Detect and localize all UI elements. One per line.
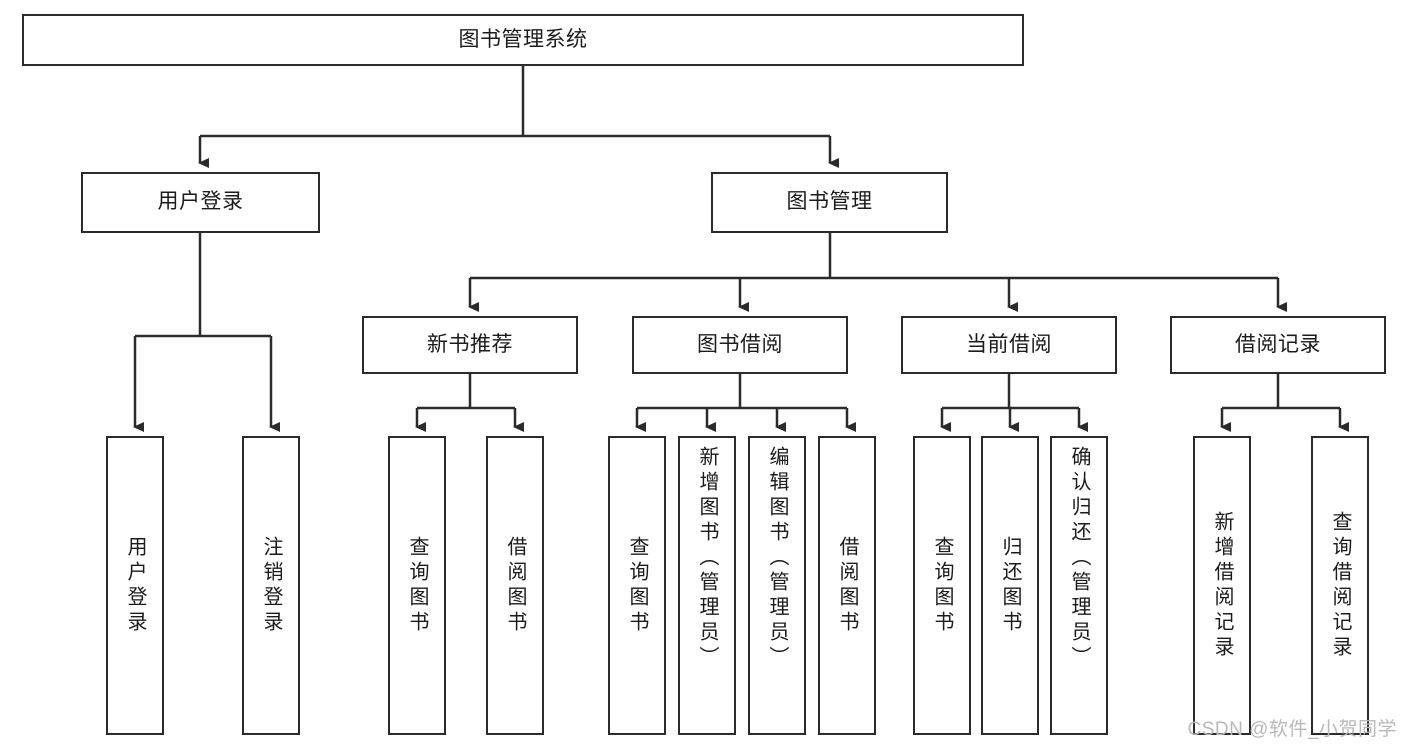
node-user-login[interactable]: 用户登录 [81,172,320,233]
node-leaf-add-book-label: 新增图书（管理员） [696,446,718,671]
node-leaf-confirm-return[interactable]: 确认归还（管理员） [1050,436,1108,735]
node-leaf-user-login-label: 用户登录 [124,535,146,636]
node-borrow-record[interactable]: 借阅记录 [1170,316,1386,374]
node-root-label: 图书管理系统 [458,27,588,51]
node-leaf-edit-book-label: 编辑图书（管理员） [766,446,788,671]
node-leaf-query-book-1[interactable]: 查询图书 [388,436,446,735]
node-leaf-return-book-label: 归还图书 [999,535,1021,636]
node-current-borrow[interactable]: 当前借阅 [901,316,1117,374]
node-leaf-logout[interactable]: 注销登录 [242,436,300,735]
node-leaf-query-book-3[interactable]: 查询图书 [913,436,971,735]
node-book-management-label: 图书管理 [786,190,873,214]
node-book-management[interactable]: 图书管理 [711,172,948,233]
node-book-borrow[interactable]: 图书借阅 [632,316,848,374]
node-leaf-add-record-label: 新增借阅记录 [1211,510,1233,661]
node-leaf-return-book[interactable]: 归还图书 [981,436,1039,735]
node-new-book-recommend[interactable]: 新书推荐 [362,316,578,374]
node-leaf-logout-label: 注销登录 [260,535,282,636]
node-leaf-edit-book[interactable]: 编辑图书（管理员） [748,436,806,735]
node-current-borrow-label: 当前借阅 [966,332,1052,356]
node-leaf-confirm-return-label: 确认归还（管理员） [1068,446,1090,671]
node-leaf-borrow-book-2[interactable]: 借阅图书 [818,436,876,735]
node-new-book-recommend-label: 新书推荐 [427,332,513,356]
watermark-text: CSDN @软件_小贺同学 [1187,719,1397,740]
node-borrow-record-label: 借阅记录 [1235,332,1321,356]
node-leaf-query-book-2[interactable]: 查询图书 [608,436,666,735]
node-leaf-borrow-book-1-label: 借阅图书 [504,535,526,636]
node-leaf-add-record[interactable]: 新增借阅记录 [1193,436,1251,735]
node-root[interactable]: 图书管理系统 [22,14,1024,66]
node-leaf-borrow-book-2-label: 借阅图书 [836,535,858,636]
node-leaf-query-record[interactable]: 查询借阅记录 [1311,436,1369,735]
node-leaf-query-record-label: 查询借阅记录 [1329,510,1351,661]
node-user-login-label: 用户登录 [157,190,244,214]
node-leaf-add-book[interactable]: 新增图书（管理员） [678,436,736,735]
node-book-borrow-label: 图书借阅 [697,332,783,356]
node-leaf-query-book-1-label: 查询图书 [406,535,428,636]
node-leaf-query-book-3-label: 查询图书 [931,535,953,636]
node-leaf-borrow-book-1[interactable]: 借阅图书 [486,436,544,735]
node-leaf-query-book-2-label: 查询图书 [626,535,648,636]
node-leaf-user-login[interactable]: 用户登录 [106,436,164,735]
